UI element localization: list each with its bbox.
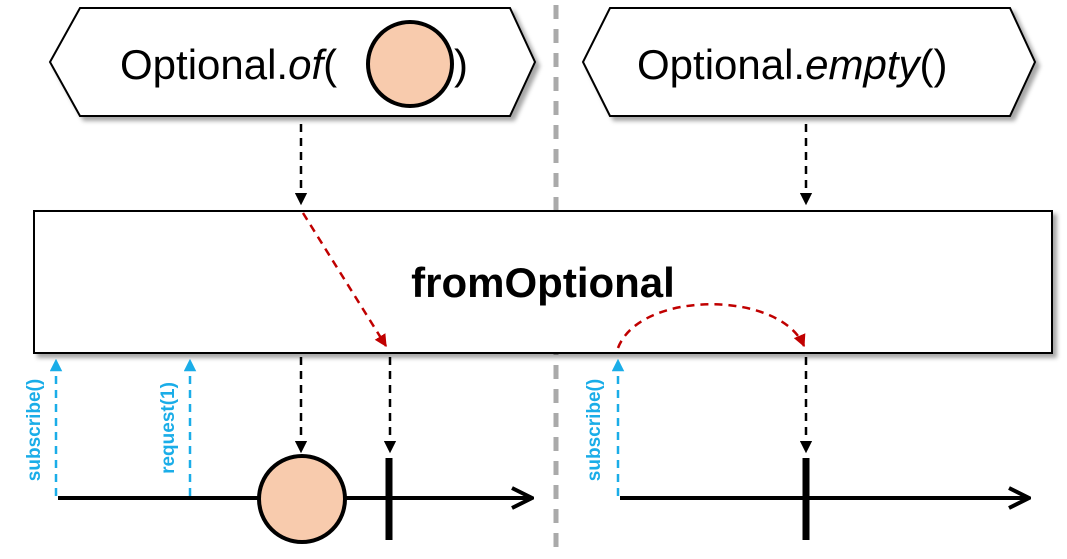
- source-optional-empty-label: Optional.empty(): [637, 41, 947, 88]
- source-optional-of-close-paren: ): [454, 41, 468, 88]
- output-item-marble: [257, 454, 347, 544]
- source-optional-of-label: Optional.of(: [120, 41, 337, 88]
- operator-box-shape: [33, 210, 1053, 354]
- operator-box: [33, 210, 1053, 354]
- left-emission-arrow: [301, 212, 388, 348]
- right-subscribe-signal-label: subscribe(): [584, 379, 605, 481]
- left-request-signal-label: request(1): [158, 382, 179, 474]
- source-optional-empty: [581, 7, 1037, 117]
- source-optional-empty-shape: [581, 7, 1037, 117]
- left-subscribe-signal-label: subscribe(): [24, 379, 45, 481]
- operator-label: fromOptional: [411, 259, 675, 306]
- source-item-marble: [366, 20, 454, 108]
